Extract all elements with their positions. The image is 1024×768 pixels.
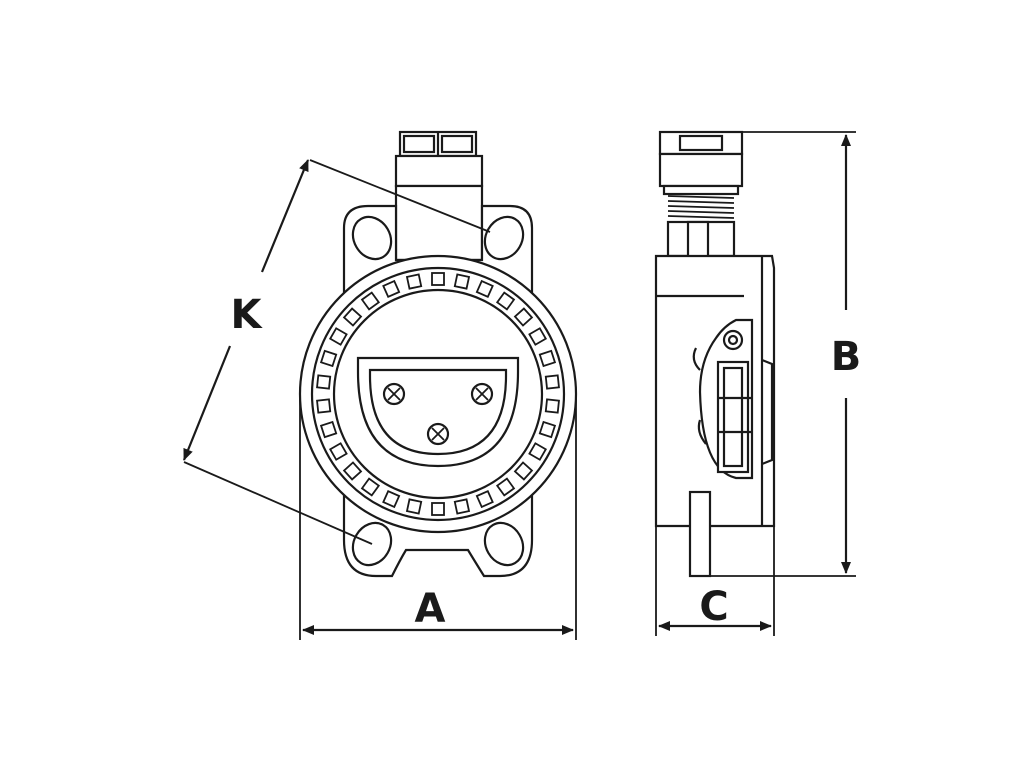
thread-line bbox=[667, 210, 735, 214]
ring-slot bbox=[316, 374, 332, 390]
dim-label-c: C bbox=[699, 584, 728, 630]
dim-k-line-bottom bbox=[182, 345, 232, 461]
screw-right bbox=[470, 382, 494, 406]
ring-slot bbox=[316, 398, 332, 414]
ring-slot bbox=[319, 420, 338, 439]
dim-label-b: B bbox=[831, 334, 862, 380]
ring-slot bbox=[453, 273, 471, 290]
ring-slot bbox=[328, 442, 348, 461]
dim-label-k: K bbox=[231, 292, 264, 338]
ring-slot bbox=[495, 291, 516, 311]
ring-slot bbox=[513, 307, 534, 327]
front-hub bbox=[394, 154, 484, 262]
ring-slot bbox=[538, 420, 557, 439]
ring-slot bbox=[382, 279, 401, 299]
ring-slot bbox=[405, 498, 423, 515]
ring-slot bbox=[495, 477, 516, 497]
ring-slot bbox=[544, 398, 560, 414]
ring-slots bbox=[316, 272, 560, 516]
receptacle-insert-inner bbox=[368, 368, 508, 456]
side-cover bbox=[692, 318, 754, 480]
ring-slot bbox=[453, 498, 471, 515]
ring-slot bbox=[342, 461, 363, 481]
ring-slot bbox=[513, 461, 534, 481]
ring-slot bbox=[342, 307, 363, 327]
dim-label-a: A bbox=[415, 586, 446, 632]
side-top-nut bbox=[658, 130, 744, 196]
mounting-holes bbox=[351, 215, 525, 567]
ring-slot bbox=[360, 477, 381, 497]
front-view bbox=[298, 130, 578, 578]
thread-line bbox=[667, 195, 735, 199]
screw-left bbox=[382, 382, 406, 406]
ring-slot bbox=[431, 272, 445, 286]
screw-bottom bbox=[426, 422, 450, 446]
front-housing-ring bbox=[310, 266, 566, 522]
ring-slot bbox=[475, 279, 494, 299]
side-bottom-stub bbox=[688, 490, 712, 578]
front-top-nut bbox=[398, 130, 478, 158]
ring-slot bbox=[382, 489, 401, 509]
ring-slot bbox=[528, 442, 548, 461]
thread-line bbox=[667, 215, 735, 219]
ring-slot bbox=[328, 327, 348, 346]
thread-line bbox=[667, 205, 735, 209]
side-view bbox=[654, 130, 776, 578]
ring-slot bbox=[360, 291, 381, 311]
ring-slot bbox=[405, 273, 423, 290]
side-threads bbox=[667, 195, 735, 219]
thread-line bbox=[667, 200, 735, 204]
dim-k-line-top bbox=[260, 159, 310, 273]
ring-slot bbox=[544, 374, 560, 390]
ring-slot bbox=[319, 349, 338, 368]
ring-slot bbox=[475, 489, 494, 509]
ring-slot bbox=[431, 502, 445, 516]
dimension-lines bbox=[182, 131, 856, 640]
ring-slot bbox=[528, 327, 548, 346]
ring-slot bbox=[538, 349, 557, 368]
